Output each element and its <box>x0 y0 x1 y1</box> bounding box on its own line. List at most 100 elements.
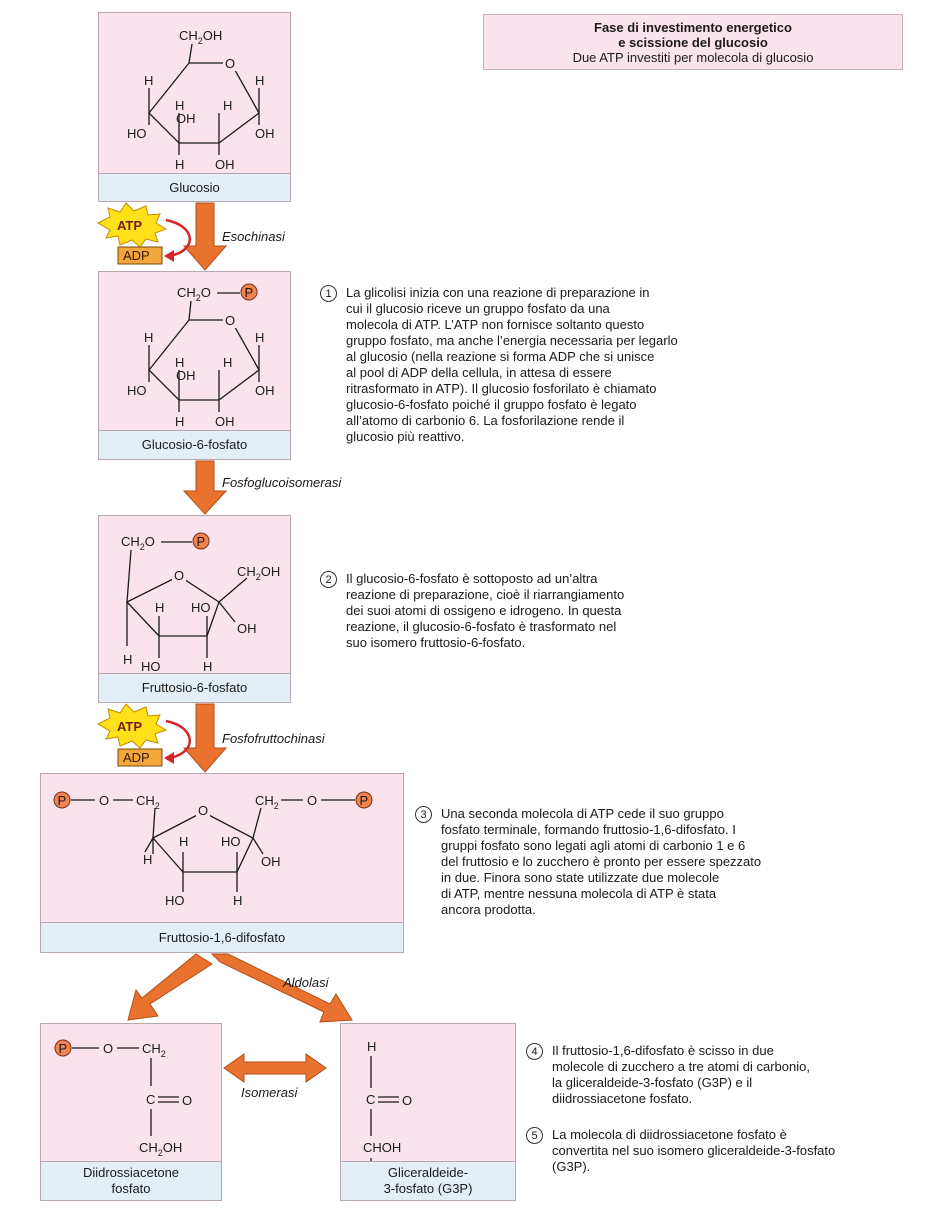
atom-label: H <box>123 652 132 667</box>
atom-label: H <box>255 330 264 345</box>
phosphate-label: P <box>360 793 369 808</box>
g3p-label: Gliceraldeide- 3-fosfato (G3P) <box>341 1161 515 1200</box>
glucose-box: CH2OH O H H HO OH H OH H H OH Glucosio <box>98 12 291 202</box>
step-number: 2 <box>320 571 337 588</box>
f16bp-label: Fruttosio-1,6-difosfato <box>41 922 403 952</box>
reaction-arrow <box>182 202 228 271</box>
atom-label: HO <box>127 126 147 141</box>
g3p-label-line2: 3-fosfato (G3P) <box>383 1181 473 1196</box>
red-curved-arrow <box>165 218 191 258</box>
atom-label: OH <box>255 383 275 398</box>
header-subtitle: Due ATP investiti per molecola di glucos… <box>572 50 814 65</box>
f16bp-box: P O CH2 O CH2 O P H OH H HO HO H Fruttos… <box>40 773 404 953</box>
atom-label: OH <box>215 414 235 429</box>
atom-label: C <box>146 1092 155 1107</box>
g3p-label-line1: Gliceraldeide- <box>387 1165 469 1180</box>
f16bp-structure: P O CH2 O CH2 O P H OH H HO HO H <box>53 791 373 908</box>
reaction-arrow <box>182 460 228 515</box>
f6p-label: Fruttosio-6-fosfato <box>99 673 290 702</box>
atom-label: O <box>225 56 235 71</box>
atom-label: HO <box>127 383 147 398</box>
atom-label: HO <box>221 834 241 849</box>
enzyme-label: Fosfofruttochinasi <box>222 731 325 746</box>
g3p-box: H C O CHOH CH2 O P Gliceraldeide- 3-fosf… <box>340 1023 516 1201</box>
header-title-line1: Fase di investimento energetico <box>594 20 792 35</box>
step-number: 3 <box>415 806 432 823</box>
step-5: 5 La molecola di diidrossiacetone fosfat… <box>526 1127 936 1175</box>
enzyme-label: Isomerasi <box>241 1085 298 1100</box>
f6p-box: CH2O P O CH2OH H OH H HO HO H Fruttosio-… <box>98 515 291 703</box>
step-text: Il glucosio-6-fosfato è sottoposto ad un… <box>346 571 625 650</box>
phosphate-label: P <box>245 285 254 300</box>
atom-label: O <box>182 1093 192 1108</box>
atom-label: H <box>175 414 184 429</box>
atom-label: CH2O <box>121 534 155 552</box>
dhap-label-line2: fosfato <box>111 1181 151 1196</box>
atom-label: C <box>366 1092 375 1107</box>
step-3: 3 Una seconda molecola di ATP cede il su… <box>415 806 885 918</box>
atp-burst-icon <box>96 202 168 248</box>
atom-label: O <box>103 1041 113 1056</box>
step-4: 4 Il fruttosio-1,6-difosfato è scisso in… <box>526 1043 926 1107</box>
reaction-arrow <box>210 953 353 1023</box>
step-number: 5 <box>526 1127 543 1144</box>
atom-label: H <box>179 834 188 849</box>
phosphate-label: P <box>59 1041 68 1056</box>
atom-label: CH2OH <box>237 564 280 582</box>
atom-label: H <box>203 659 212 674</box>
atom-label: CH2OH <box>139 1140 182 1158</box>
enzyme-label: Esochinasi <box>222 229 285 244</box>
step-number: 1 <box>320 285 337 302</box>
red-arrow-head <box>164 250 174 262</box>
g6p-box: CH2O P O H H HO OH H OH H H OH Glucosio-… <box>98 271 291 460</box>
dhap-label: Diidrossiacetone fosfato <box>41 1161 221 1200</box>
atom-label: H <box>175 98 184 113</box>
atom-label: H <box>223 98 232 113</box>
atom-label: OH <box>237 621 257 636</box>
step-text: La molecola di diidrossiacetone fosfato … <box>552 1127 836 1174</box>
atom-label: H <box>155 600 164 615</box>
glucose-structure: CH2OH O H H HO OH H OH H H OH <box>127 28 275 172</box>
adp-label: ADP <box>123 248 150 263</box>
atom-label: OH <box>255 126 275 141</box>
dhap-structure: P O CH2 C O CH2OH <box>54 1039 192 1158</box>
atp-burst-icon <box>96 703 168 749</box>
atom-label: CH2OH <box>179 28 222 46</box>
reaction-arrow <box>127 953 213 1021</box>
atom-label: CHOH <box>363 1140 401 1155</box>
glucose-label: Glucosio <box>99 173 290 201</box>
atom-label: O <box>174 568 184 583</box>
atom-label: OH <box>261 854 281 869</box>
atom-label: H <box>255 73 264 88</box>
adp-badge <box>117 246 163 265</box>
header-panel: Fase di investimento energetico e scissi… <box>483 14 903 70</box>
step-text: Una seconda molecola di ATP cede il suo … <box>441 806 762 917</box>
atom-label: HO <box>141 659 161 674</box>
atom-label: H <box>144 73 153 88</box>
atom-label: H <box>144 330 153 345</box>
atom-label: O <box>198 803 208 818</box>
phosphate-label: P <box>197 534 206 549</box>
reaction-arrow <box>182 703 228 773</box>
atom-label: CH2 <box>255 793 279 811</box>
atom-label: H <box>175 355 184 370</box>
atp-label: ATP <box>117 218 142 233</box>
atom-label: CH2 <box>136 793 160 811</box>
atom-label: O <box>402 1093 412 1108</box>
g6p-label: Glucosio-6-fosfato <box>99 430 290 459</box>
dhap-box: P O CH2 C O CH2OH Diidrossiacetone fosfa… <box>40 1023 222 1201</box>
atom-label: HO <box>191 600 211 615</box>
header-title-line2: e scissione del glucosio <box>618 35 768 50</box>
adp-label: ADP <box>123 750 150 765</box>
atom-label: OH <box>176 111 196 126</box>
red-arrow-head <box>164 752 174 764</box>
atom-label: H <box>223 355 232 370</box>
step-number: 4 <box>526 1043 543 1060</box>
enzyme-label: Aldolasi <box>283 975 329 990</box>
atom-label: CH2 <box>142 1041 166 1059</box>
atom-label: OH <box>176 368 196 383</box>
step-1: 1 La glicolisi inizia con una reazione d… <box>320 285 760 445</box>
f6p-structure: CH2O P O CH2OH H OH H HO HO H <box>121 532 280 674</box>
atp-label: ATP <box>117 719 142 734</box>
adp-badge <box>117 748 163 767</box>
